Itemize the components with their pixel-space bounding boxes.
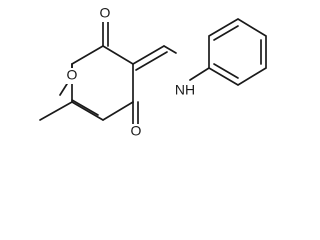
bond-ch-n — [163, 45, 177, 54]
lactone-oxygen-label: O — [100, 5, 111, 21]
phenyl-double-3 — [213, 63, 239, 79]
bond-c4ring-c2 — [71, 101, 104, 121]
bond-exo-double-1 — [132, 45, 165, 65]
bond-c6-c3 — [71, 45, 104, 65]
chemical-structure-diagram: O O O NH — [39, 5, 267, 140]
amine-mask — [173, 82, 197, 99]
phenyl-ring — [208, 18, 267, 86]
ring-oxygen-label: O — [67, 67, 78, 83]
ketone-oxygen-mask — [128, 124, 144, 140]
structure-canvas: O O O NH — [39, 4, 267, 140]
bond-n-phenyl — [189, 67, 210, 81]
bond-c2-c3ring-double — [71, 99, 99, 116]
phenyl-double-1 — [213, 25, 239, 41]
bond-methyl — [39, 101, 73, 121]
ketone-oxygen-label: O — [131, 123, 142, 139]
bond-c5-c4ring — [102, 101, 134, 121]
bond-c3-c4 — [102, 45, 134, 65]
ring-oxygen-mask — [64, 68, 80, 84]
bond-exo-double-2 — [135, 51, 168, 71]
amine-label: NH — [175, 82, 195, 98]
lactone-oxygen-mask — [97, 6, 113, 22]
